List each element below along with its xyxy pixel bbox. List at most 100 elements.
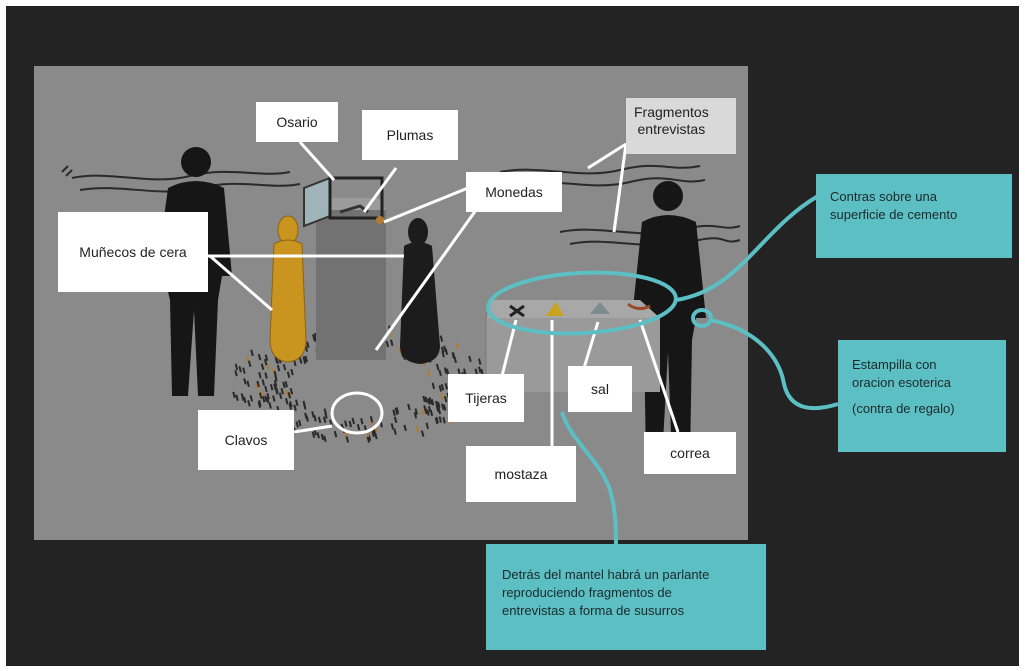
nail-mark xyxy=(333,430,338,438)
label-fragmentos-line1: Fragmentos xyxy=(634,104,709,120)
nail-mark xyxy=(284,381,288,388)
nail-mark xyxy=(278,392,283,399)
scissors-mark xyxy=(509,304,525,318)
nail-mark xyxy=(235,394,239,402)
nail-mark xyxy=(474,368,478,376)
nail-mark xyxy=(303,403,307,410)
nail-mark xyxy=(463,368,467,375)
label-fragmentos-line2: entrevistas xyxy=(637,121,706,137)
label-plumas: Plumas xyxy=(362,110,458,160)
nail-mark xyxy=(366,436,371,443)
nail-mark xyxy=(273,380,278,387)
nail-mark xyxy=(369,415,374,423)
nail-mark xyxy=(266,363,270,370)
nail-mark xyxy=(455,342,459,350)
label-mostaza: mostaza xyxy=(466,446,576,502)
nail-mark xyxy=(293,404,297,412)
nail-mark xyxy=(254,382,259,390)
note-contras: Contras sobre una superficie de cemento xyxy=(816,174,1012,258)
nail-mark xyxy=(478,358,482,365)
nail-mark xyxy=(323,435,327,442)
ossuary-box xyxy=(303,176,384,228)
nail-mark xyxy=(322,416,327,423)
nail-mark xyxy=(289,400,293,408)
nail-mark xyxy=(264,385,268,393)
nail-mark xyxy=(266,392,270,400)
nail-mark xyxy=(421,409,425,416)
nail-mark xyxy=(414,408,418,415)
note-contras-line1: Contras sobre una xyxy=(830,189,937,204)
nail-mark xyxy=(238,365,242,373)
nail-mark xyxy=(441,403,445,410)
note-detras-line3: entrevistas a forma de susurros xyxy=(502,603,685,618)
nail-mark xyxy=(435,363,440,371)
nail-mark xyxy=(428,397,433,404)
nail-mark xyxy=(440,383,445,391)
nail-mark xyxy=(320,433,325,441)
nail-mark xyxy=(249,395,254,402)
wax-figure-gold xyxy=(269,215,307,363)
nail-mark xyxy=(442,404,447,411)
nail-mark xyxy=(264,372,268,379)
nail-mark xyxy=(269,384,274,391)
note-estampilla-line3: (contra de regalo) xyxy=(852,401,955,416)
nail-mark xyxy=(290,368,294,376)
nail-mark xyxy=(440,393,444,400)
note-contras-line2: superficie de cemento xyxy=(830,207,958,222)
nail-mark xyxy=(256,380,260,388)
nail-mark xyxy=(348,420,353,428)
nail-mark xyxy=(395,407,400,414)
nail-mark xyxy=(282,363,287,371)
nail-mark xyxy=(306,341,310,349)
nail-mark xyxy=(234,363,239,371)
nail-mark xyxy=(413,412,418,419)
nail-mark xyxy=(468,355,472,363)
nail-mark xyxy=(431,382,436,390)
nail-mark xyxy=(439,335,444,342)
nail-mark xyxy=(313,414,317,422)
nail-mark xyxy=(311,411,315,418)
nail-mark xyxy=(280,388,284,395)
nail-mark xyxy=(457,368,461,375)
nail-mark xyxy=(240,393,245,400)
nail-mark xyxy=(415,425,420,433)
nail-mark xyxy=(398,347,403,355)
note-detras-line2: reproduciendo fragmentos de xyxy=(502,585,672,600)
nail-mark xyxy=(444,348,449,355)
nail-mark xyxy=(312,333,316,341)
nail-mark xyxy=(257,401,262,408)
nail-mark xyxy=(304,355,308,363)
nail-mark xyxy=(390,339,394,346)
nail-mark xyxy=(444,382,448,390)
nail-mark xyxy=(282,381,286,389)
nail-mark xyxy=(438,369,442,377)
label-correa: correa xyxy=(644,432,736,474)
note-detras-line1: Detrás del mantel habrá un parlante xyxy=(502,567,710,582)
nail-mark xyxy=(442,416,446,424)
note-estampilla-line1: Estampilla con xyxy=(852,357,937,372)
nail-mark xyxy=(426,409,430,416)
nail-mark xyxy=(443,367,448,374)
nail-mark xyxy=(374,432,378,440)
nail-mark xyxy=(274,388,279,395)
nail-mark xyxy=(356,424,361,431)
nail-mark xyxy=(360,418,364,425)
nail-mark xyxy=(437,406,441,413)
pedestal xyxy=(316,210,386,360)
nail-mark xyxy=(261,395,266,403)
nail-mark xyxy=(407,403,411,411)
nail-mark xyxy=(422,395,426,403)
nail-mark xyxy=(385,340,390,348)
nail-mark xyxy=(305,415,309,422)
nail-mark xyxy=(351,417,355,425)
note-estampilla-line2: oracion esoterica xyxy=(852,375,951,390)
nail-mark xyxy=(243,378,247,385)
nail-mark xyxy=(311,431,316,439)
nail-mark xyxy=(430,399,435,406)
nail-mark xyxy=(317,416,322,424)
nail-mark xyxy=(445,368,450,376)
nail-mark xyxy=(232,391,236,399)
stamp-highlight-circle xyxy=(691,308,713,328)
nail-mark xyxy=(274,375,278,382)
